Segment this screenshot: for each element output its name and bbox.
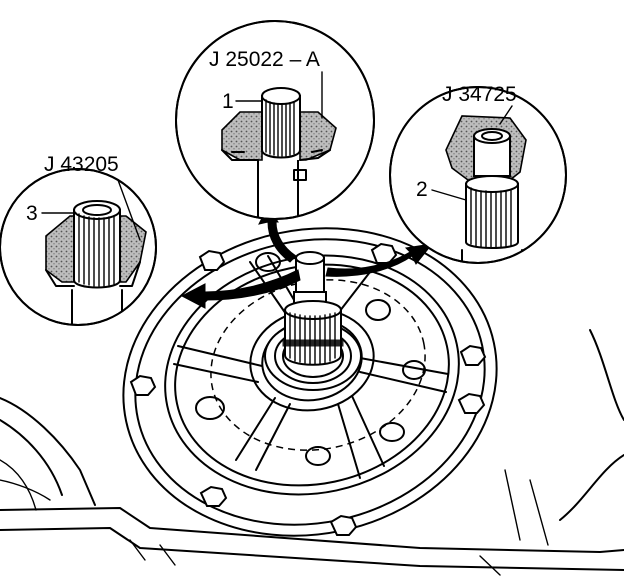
transmission-case xyxy=(0,329,624,576)
tool-label-j34725: J 34725 xyxy=(442,83,517,106)
part-label-2: 2 xyxy=(416,178,428,201)
tool-label-j43205: J 43205 xyxy=(44,153,119,176)
tool-label-j25022a: J 25022 – A xyxy=(209,48,320,71)
callout-top: J 25022 – A 1 xyxy=(175,20,375,220)
part-label-1: 1 xyxy=(222,90,234,113)
callout-left: J 43205 3 xyxy=(0,153,157,326)
part-label-3: 3 xyxy=(26,202,38,225)
removal-arrows xyxy=(180,204,434,309)
callout-right: J 34725 2 xyxy=(389,83,567,264)
input-shaft xyxy=(282,251,344,366)
flange-bolts xyxy=(129,242,487,536)
